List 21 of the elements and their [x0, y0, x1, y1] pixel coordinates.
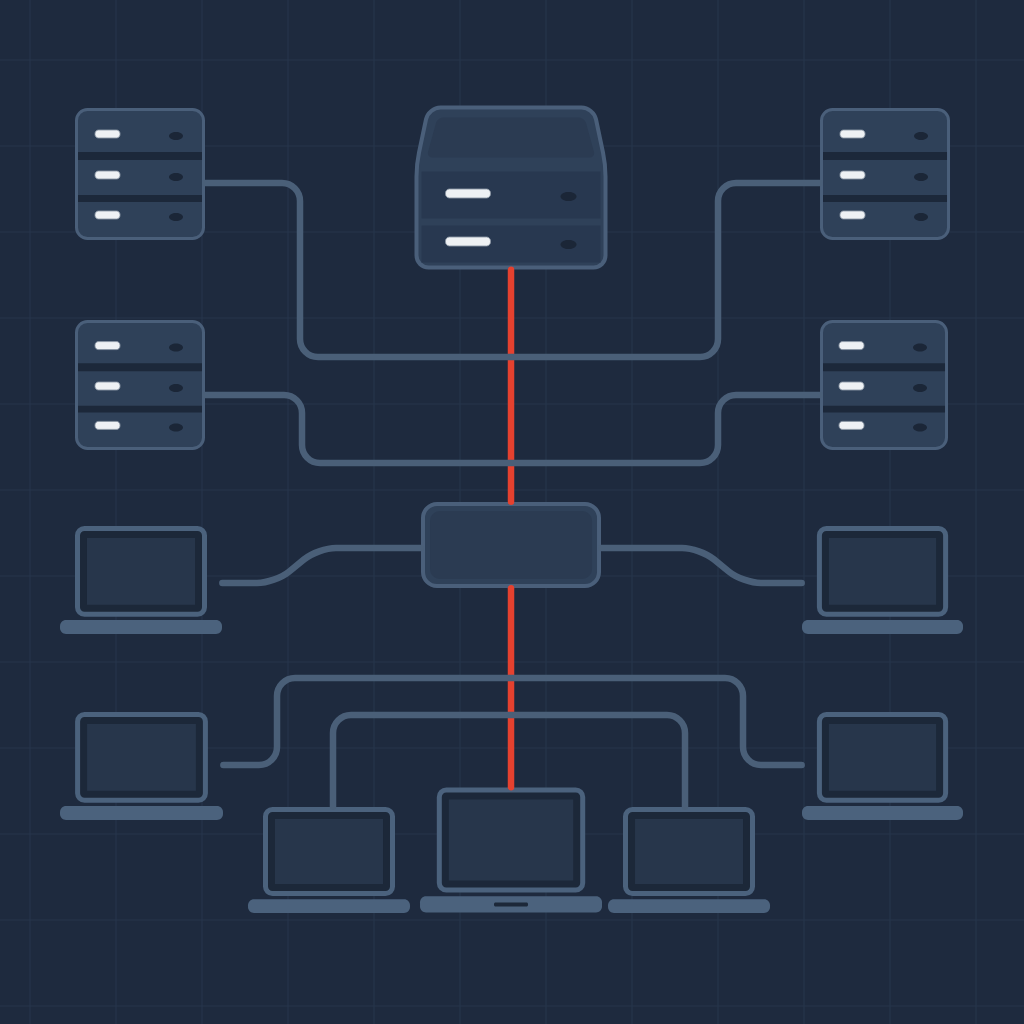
connector-line: [202, 179, 823, 361]
laptop-icon: [60, 712, 223, 820]
laptop-icon: [60, 526, 222, 634]
connector-line: [598, 544, 805, 587]
laptop-icon: [802, 526, 963, 634]
connector-line: [507, 266, 515, 505]
connector-line: [202, 391, 823, 467]
server-icon: [75, 320, 205, 450]
server-icon: [820, 108, 950, 240]
connector-line: [507, 585, 515, 791]
laptop-icon: [420, 787, 602, 913]
connector-line: [329, 711, 689, 810]
laptop-icon: [248, 807, 410, 913]
switch-box: [421, 502, 601, 588]
connector-line: [219, 544, 424, 587]
laptop-icon: [802, 712, 963, 820]
server-icon: [820, 320, 948, 450]
server-icon: [414, 105, 608, 270]
server-icon: [75, 108, 205, 240]
connector-line: [220, 674, 805, 769]
laptop-icon: [608, 807, 770, 913]
